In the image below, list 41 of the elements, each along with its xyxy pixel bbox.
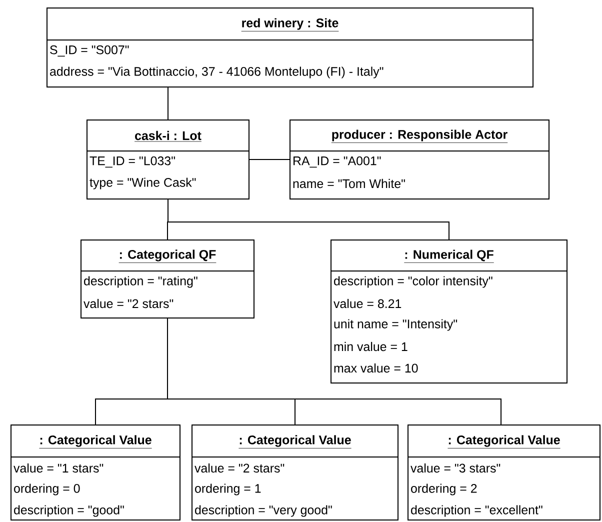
attribute-text: description = "good"	[14, 505, 124, 517]
attribute-text: description = "rating"	[84, 276, 198, 288]
object-title: : Categorical QF	[118, 250, 216, 263]
object-title: producer : Responsible Actor	[331, 130, 508, 143]
attribute-text: value = "2 stars"	[84, 298, 174, 308]
attribute-text: TE_ID = "L033"	[90, 156, 175, 168]
object-box	[290, 120, 550, 200]
attribute-text: ordering = 1	[195, 484, 261, 496]
attribute-text: address = "Via Bottinaccio, 37 - 41066 Montelupo (FI) - Italy"	[50, 66, 384, 78]
object-box	[80, 240, 254, 318]
connector-line	[249, 159, 290, 160]
attribute-text: ordering = 2	[411, 484, 477, 496]
attribute-text: ordering = 0	[14, 484, 80, 496]
attribute-text: description = "excellent"	[411, 505, 542, 517]
object-box	[330, 240, 568, 384]
object-box	[192, 424, 398, 520]
object-title: : Categorical Value	[448, 435, 560, 448]
attribute-text: unit name = "Intensity"	[334, 319, 458, 331]
object-title: red winery : Site	[241, 18, 339, 32]
attribute-text: description = "color intensity"	[334, 276, 492, 288]
object-title: : Categorical Value	[238, 435, 352, 448]
object-title: : Numerical QF	[404, 250, 494, 263]
attribute-text: type = "Wine Cask"	[90, 178, 196, 190]
attribute-text: description = "very good"	[195, 505, 332, 517]
attribute-text: value = "3 stars"	[410, 463, 500, 473]
attribute-text: min value = 1	[334, 342, 408, 352]
object-box	[10, 424, 180, 520]
attribute-text: name = "Tom White"	[293, 178, 405, 188]
attribute-text: value = "1 stars"	[14, 463, 104, 473]
object-box	[408, 424, 600, 520]
connector-line	[168, 199, 450, 240]
attribute-text: value = 8.21	[334, 298, 402, 308]
attribute-text: S_ID = "S007"	[50, 45, 129, 57]
attribute-text: max value = 10	[334, 363, 418, 373]
attribute-text: value = "2 stars"	[194, 463, 284, 473]
connector-line	[167, 318, 502, 425]
attribute-text: RA_ID = "A001"	[294, 156, 381, 168]
object-title: cask-i : Lot	[134, 130, 202, 142]
object-box	[46, 8, 534, 88]
object-title: : Categorical Value	[39, 435, 152, 448]
object-box	[86, 120, 250, 200]
